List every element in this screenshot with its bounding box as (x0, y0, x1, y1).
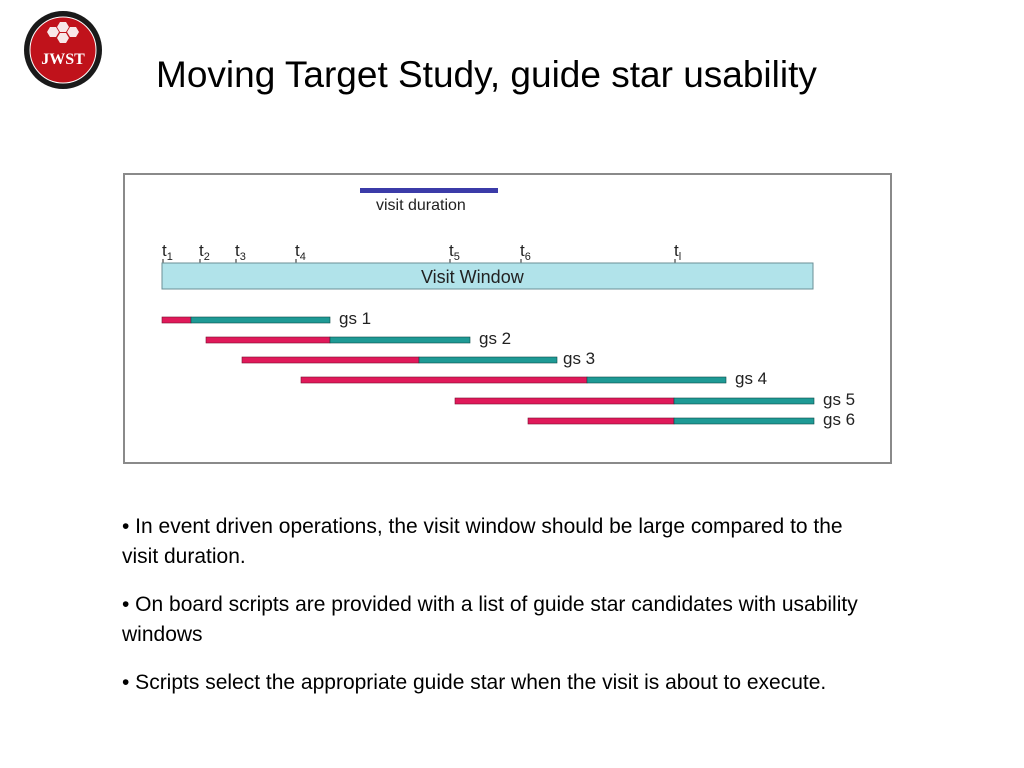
gs3-usable-segment (418, 356, 558, 364)
gs2-unusable-segment (205, 336, 331, 344)
visit-duration-label: visit duration (376, 197, 466, 214)
gs3-label: gs 3 (563, 349, 595, 368)
bullet-1: • In event driven operations, the visit … (122, 515, 843, 568)
jwst-logo-emblem: JWST (24, 11, 102, 89)
gs4-unusable-segment (300, 376, 588, 384)
time-marker-3: t3 (235, 241, 246, 263)
gs2-label: gs 2 (479, 329, 511, 348)
visit-window-bar (161, 262, 814, 290)
time-marker-5: t5 (449, 241, 460, 263)
time-marker-7: tl (674, 241, 681, 263)
gs4-label: gs 4 (735, 369, 767, 388)
bullet-2: • On board scripts are provided with a l… (122, 593, 858, 646)
visit-window-label: Visit Window (421, 267, 525, 287)
guide-star-usability-diagram: visit duration t1 t2 t3 t4 t5 t6 tl Visit Wind… (123, 173, 892, 464)
gs6-unusable-segment (527, 417, 675, 425)
gs1-label: gs 1 (339, 309, 371, 328)
gs6-usable-segment (673, 417, 815, 425)
jwst-logo: JWST (20, 10, 106, 90)
bullet-3: • Scripts select the appropriate guide s… (122, 671, 827, 694)
gs1-usable-segment (190, 316, 331, 324)
time-marker-4: t4 (295, 241, 306, 263)
guide-star-rows: gs 1 gs 2 gs 3 gs 4 gs 5gs 6 (161, 309, 855, 429)
time-marker-6: t6 (520, 241, 531, 263)
gs6-label: gs 6 (823, 410, 855, 429)
slide-title: Moving Target Study, guide star usabilit… (156, 54, 817, 95)
gs4-usable-segment (586, 376, 727, 384)
gs5-label: gs 5 (823, 390, 855, 409)
bullet-list: • In event driven operations, the visit … (122, 512, 862, 716)
gs5-usable-segment (673, 397, 815, 405)
visit-duration-bar (360, 188, 498, 193)
gs5-unusable-segment (454, 397, 675, 405)
time-marker-2: t2 (199, 241, 210, 263)
gs2-usable-segment (329, 336, 471, 344)
gs1-unusable-segment (161, 316, 192, 324)
logo-text: JWST (41, 51, 85, 68)
time-marker-1: t1 (162, 241, 173, 263)
time-markers: t1 t2 t3 t4 t5 t6 tl (162, 241, 681, 263)
gs3-unusable-segment (241, 356, 420, 364)
diagram-canvas: visit duration t1 t2 t3 t4 t5 t6 tl Visit Wind… (161, 188, 855, 429)
